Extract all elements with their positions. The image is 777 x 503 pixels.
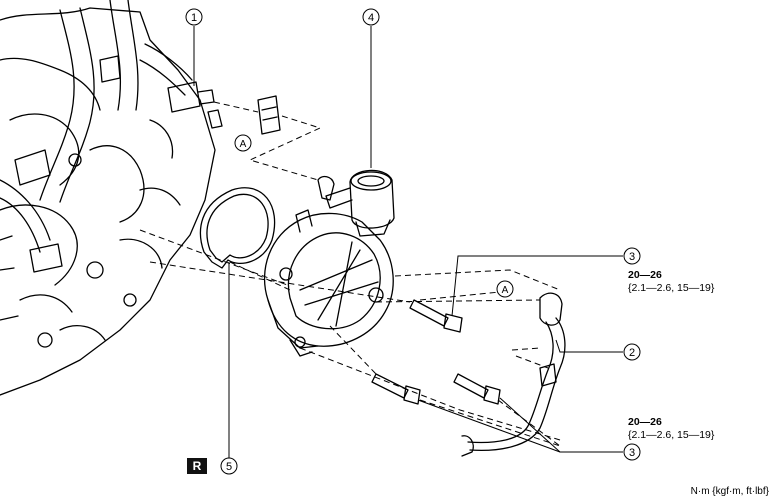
water-pump-housing (263, 209, 394, 357)
callout-5: 5 (226, 461, 232, 473)
torque-lower-value: 20—26 (628, 416, 662, 428)
torque-upper-value: 20—26 (628, 269, 662, 281)
reference-mark-a-left: A (240, 139, 247, 150)
leader-lines (193, 26, 623, 458)
torque-spec-upper: 20—26 {2.1—2.6, 15—19} (628, 269, 714, 295)
torque-lower-alt-units: {2.1—2.6, 15—19} (628, 429, 715, 441)
torque-units-legend: N·m {kgf·m, ft·lbf} (690, 486, 769, 497)
gasket-o-ring (199, 187, 276, 269)
callout-3-upper: 3 (629, 251, 635, 263)
water-pipe (461, 292, 566, 457)
reference-mark-a-right: A (502, 285, 509, 296)
engine-hoses (0, 0, 193, 253)
callout-1: 1 (191, 12, 197, 24)
torque-upper-alt-units: {2.1—2.6, 15—19} (628, 282, 715, 294)
torque-spec-lower: 20—26 {2.1—2.6, 15—19} (628, 416, 714, 442)
callout-3-lower: 3 (629, 447, 635, 459)
alignment-lines (139, 101, 561, 447)
outlet-fitting (317, 169, 395, 237)
callout-2: 2 (629, 347, 635, 359)
callout-4: 4 (368, 12, 374, 24)
sensor-connector-part (167, 81, 281, 135)
replace-part-badge: R (187, 458, 207, 474)
engine-block (0, 7, 216, 396)
callout-circles (185, 8, 641, 475)
pump-bolts (371, 299, 501, 405)
